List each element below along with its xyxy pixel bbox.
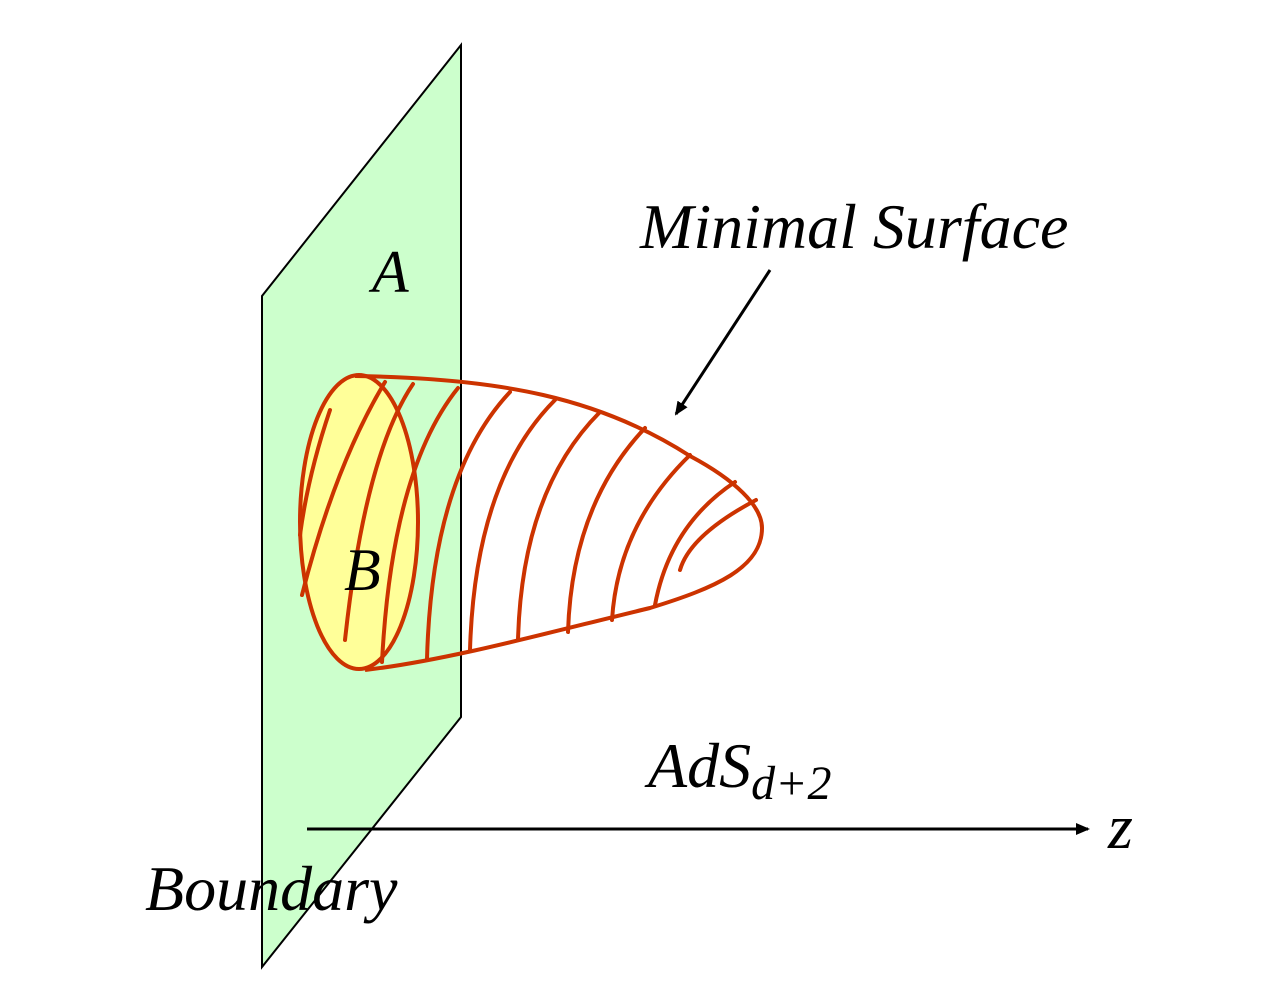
label-region-a: A	[368, 239, 409, 305]
hatch-line	[300, 380, 387, 597]
minimal-surface-pointer-arrow	[674, 269, 772, 416]
label-minimal-surface: Minimal Surface	[639, 191, 1068, 262]
hatch-line	[468, 398, 557, 652]
hatch-line	[516, 410, 602, 642]
label-ads-subscript: d+2	[751, 757, 831, 810]
hatch-line	[425, 390, 512, 661]
hatch-line	[298, 408, 332, 537]
hatch-line	[380, 386, 460, 664]
hatch-line	[653, 480, 737, 607]
label-ads-main: AdS	[644, 730, 751, 801]
label-boundary: Boundary	[145, 853, 398, 924]
hatch-line	[610, 453, 692, 622]
hatch-line	[343, 382, 415, 642]
surface-hatch-lines	[298, 380, 758, 664]
hatch-line	[678, 498, 758, 572]
label-ads-spacetime: AdSd+2	[644, 730, 831, 810]
minimal-surface-outline	[354, 374, 764, 672]
label-z-axis: z	[1107, 791, 1133, 862]
hatch-line	[566, 426, 647, 634]
label-region-b: B	[344, 537, 381, 603]
